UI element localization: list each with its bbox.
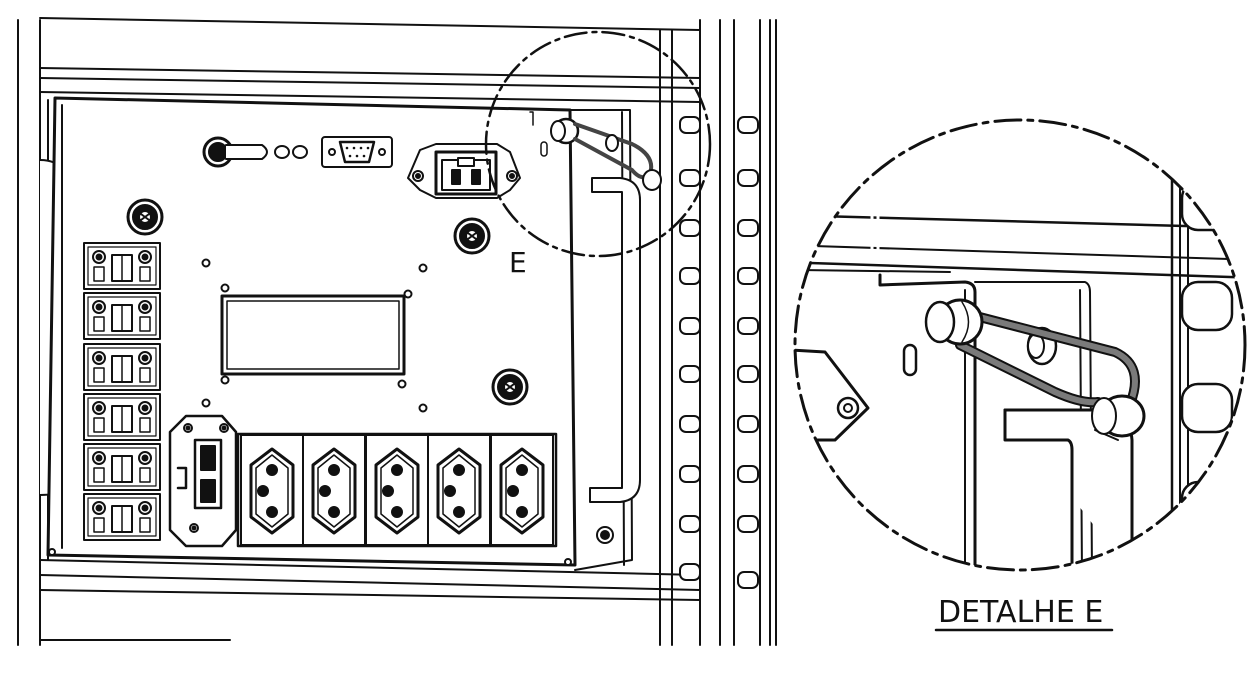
detail-circle (793, 118, 1247, 572)
break-marks (870, 213, 880, 264)
power-inlet (407, 143, 521, 199)
upright-slots-inner (679, 116, 701, 581)
detail-view (795, 120, 1245, 570)
side-plate (564, 109, 641, 571)
upright-slots-outer (737, 116, 759, 589)
callout-label: E (509, 246, 527, 279)
display-window (220, 294, 406, 376)
rack-frame (17, 17, 777, 646)
main-power-connector (168, 414, 238, 548)
socket-row (236, 432, 558, 548)
mounting-holes (201, 258, 428, 413)
retaining-pin-main (529, 111, 662, 191)
toggle-switch (202, 136, 268, 168)
serial-port (321, 136, 393, 168)
detail-title: DETALHE E (938, 595, 1103, 630)
indicator-leds (274, 145, 308, 159)
detail-callout-circle (484, 30, 712, 258)
